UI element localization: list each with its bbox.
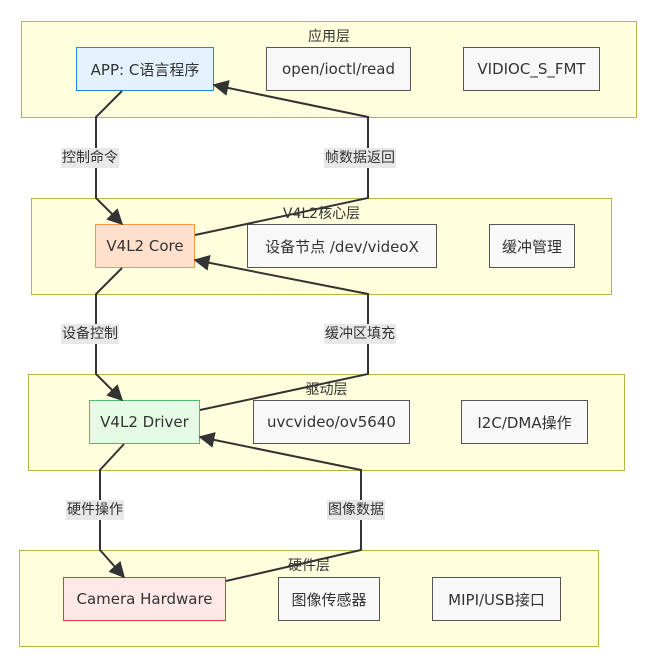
node-camera-hardware[interactable]: Camera Hardware — [63, 577, 226, 621]
layer-title-v4l2-core: V4L2核心层 — [282, 206, 361, 222]
layer-title-driver: 驱动层 — [305, 382, 348, 398]
node-open-ioctl-read[interactable]: open/ioctl/read — [266, 47, 411, 91]
layer-title-application: 应用层 — [308, 29, 350, 45]
edge-label-frame-data-return: 帧数据返回 — [324, 148, 396, 168]
edge-label-device-control: 设备控制 — [61, 324, 119, 344]
layer-title-hardware: 硬件层 — [288, 558, 330, 574]
node-uvcvideo-ov5640[interactable]: uvcvideo/ov5640 — [253, 400, 410, 444]
node-buffer-management[interactable]: 缓冲管理 — [489, 224, 575, 268]
node-i2c-dma[interactable]: I2C/DMA操作 — [461, 400, 588, 444]
edge-label-image-data: 图像数据 — [327, 500, 385, 520]
node-app-c-program[interactable]: APP: C语言程序 — [76, 47, 214, 91]
node-device-node[interactable]: 设备节点 /dev/videoX — [247, 224, 437, 268]
node-image-sensor[interactable]: 图像传感器 — [278, 577, 380, 621]
node-v4l2-core[interactable]: V4L2 Core — [95, 224, 195, 268]
node-v4l2-driver[interactable]: V4L2 Driver — [89, 400, 200, 444]
edge-label-control-command: 控制命令 — [61, 148, 119, 168]
node-mipi-usb[interactable]: MIPI/USB接口 — [432, 577, 561, 621]
edge-label-hardware-operation: 硬件操作 — [66, 500, 124, 520]
edge-label-buffer-fill: 缓冲区填充 — [324, 324, 396, 344]
node-vidioc-s-fmt[interactable]: VIDIOC_S_FMT — [463, 47, 600, 91]
